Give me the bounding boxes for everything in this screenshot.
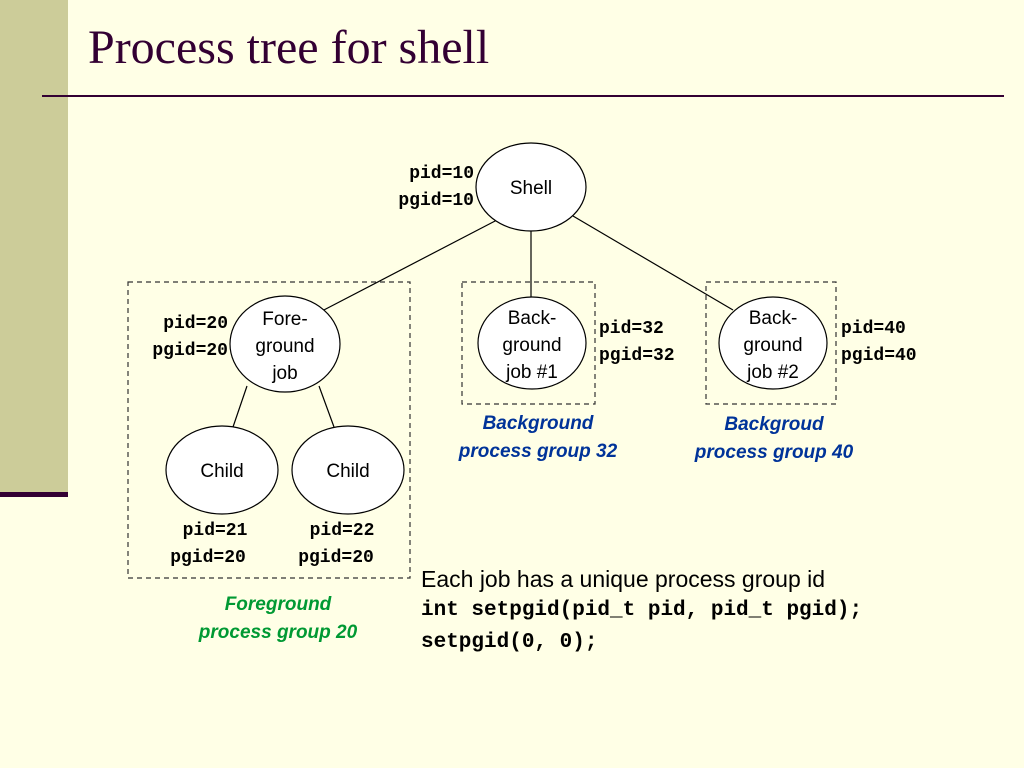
foreground-group-label-line2: process group 20 (198, 622, 358, 643)
child-2-node (291, 425, 405, 515)
background-job-2-pgid: pgid=40 (841, 346, 917, 366)
edge-foreground-child-2 (318, 385, 335, 428)
shell-node-label: Shell (510, 178, 552, 199)
child-2-pgid: pgid=20 (298, 548, 374, 568)
note-code-line-1: int setpgid(pid_t pid, pid_t pgid); (421, 599, 863, 622)
sidebar-accent-rule (0, 492, 68, 497)
background-group-32-label-line1: Background (483, 413, 594, 434)
note-code-line-2: setpgid(0, 0); (421, 631, 598, 654)
background-job-1-label-line2: ground (502, 335, 561, 356)
background-group-32-label-line2: process group 32 (458, 441, 618, 462)
slide-title: Process tree for shell (88, 21, 490, 74)
background-job-1-label-line3: job #1 (505, 362, 558, 383)
child-1-pgid: pgid=20 (170, 548, 246, 568)
background-job-2-label-line1: Back- (749, 308, 798, 329)
background-job-2-label-line3: job #2 (746, 362, 799, 383)
background-job-1-pgid: pgid=32 (599, 346, 675, 366)
foreground-job-pid: pid=20 (163, 314, 228, 334)
foreground-group-label-line1: Foreground (225, 594, 332, 615)
sidebar-decoration (0, 0, 68, 492)
edge-foreground-child-1 (232, 385, 248, 428)
foreground-group-box (127, 281, 411, 579)
child-2-pid: pid=22 (310, 521, 375, 541)
foreground-job-label-line1: Fore- (262, 309, 307, 330)
edge-shell-foreground (319, 219, 498, 313)
background-group-40-box (705, 281, 837, 405)
shell-pgid: pgid=10 (398, 191, 474, 211)
background-job-2-label-line2: ground (743, 335, 802, 356)
shell-pid: pid=10 (409, 164, 474, 184)
background-job-2-node (718, 296, 828, 390)
background-group-40-label-line1: Backgroud (724, 414, 824, 435)
background-group-32-box (461, 281, 596, 405)
edge-shell-background-2 (572, 215, 734, 311)
note-text: Each job has a unique process group id (421, 566, 826, 592)
foreground-job-node (229, 295, 341, 393)
child-1-node (165, 425, 279, 515)
setpgid-note: Each job has a unique process group id i… (421, 563, 862, 659)
foreground-job-label-line2: ground (255, 336, 314, 357)
child-1-label: Child (200, 461, 243, 482)
background-job-1-node (477, 296, 587, 390)
background-job-1-pid: pid=32 (599, 319, 664, 339)
background-group-40-label-line2: process group 40 (694, 442, 854, 463)
shell-node (475, 142, 587, 232)
background-job-1-label-line1: Back- (508, 308, 557, 329)
child-1-pid: pid=21 (183, 521, 248, 541)
foreground-job-pgid: pgid=20 (152, 341, 228, 361)
foreground-job-label-line3: job (271, 363, 297, 384)
title-underline (42, 95, 1004, 97)
child-2-label: Child (326, 461, 369, 482)
background-job-2-pid: pid=40 (841, 319, 906, 339)
